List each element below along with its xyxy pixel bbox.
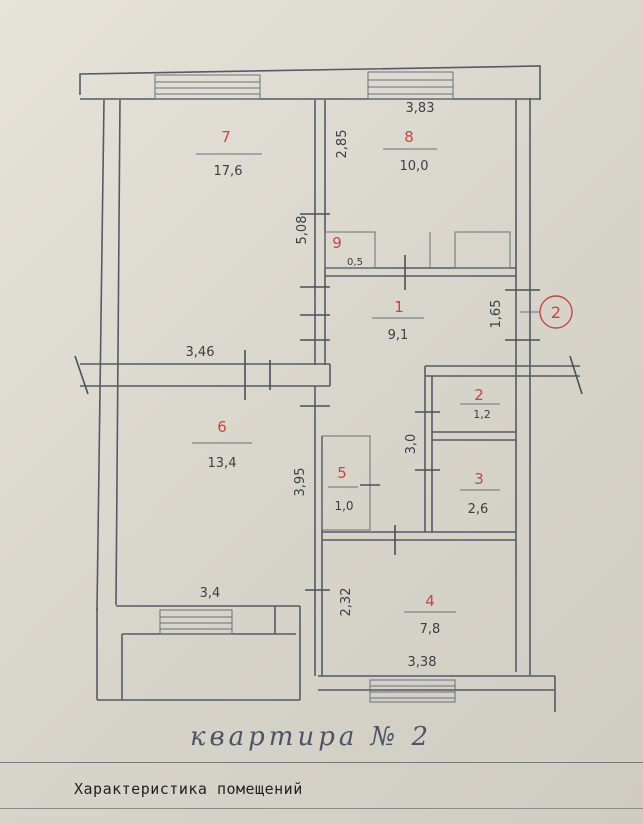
dim-room6-height: 3,95 <box>293 468 308 497</box>
dim-room8-height: 2,85 <box>335 130 350 159</box>
dim-room4-height: 2,32 <box>339 588 354 617</box>
entrance-marker: 2 <box>520 295 573 329</box>
room-1-area: 9,1 <box>388 328 409 343</box>
room-5-number: 5 <box>337 464 347 482</box>
room-6-area: 13,4 <box>208 456 237 471</box>
room-5-area: 1,0 <box>334 499 353 513</box>
entrance-marker-number: 2 <box>551 303 561 322</box>
dimension-labels: 3,83 2,85 5,08 1,65 3,46 3,0 3,95 3,4 2,… <box>186 101 504 670</box>
room-9-area: 0,5 <box>347 257 363 268</box>
room-2-area: 1,2 <box>473 408 491 421</box>
dim-room4-width: 3,38 <box>408 655 437 670</box>
section-title: Характеристика помещений <box>74 780 303 798</box>
room-4-number: 4 <box>425 592 435 610</box>
table-header-rule <box>0 808 643 809</box>
room-labels: 7 17,6 8 10,0 9 0,5 1 9,1 2 1,2 3 2,6 5 … <box>192 128 500 637</box>
dim-room7-height: 5,08 <box>295 216 310 245</box>
outer-walls <box>79 65 556 712</box>
room-9-number: 9 <box>332 234 342 252</box>
room-8-area: 10,0 <box>400 159 429 174</box>
room-2-number: 2 <box>474 386 484 404</box>
dim-bottom-left-width: 3,4 <box>200 586 221 601</box>
room-7-area: 17,6 <box>214 164 243 179</box>
dim-corridor-height: 3,0 <box>404 434 419 455</box>
room-6-number: 6 <box>217 418 227 436</box>
door-ticks <box>74 213 583 591</box>
interior-walls <box>80 100 580 676</box>
apartment-label: квартира № 2 <box>190 722 433 752</box>
dim-room6-width: 3,46 <box>186 345 215 360</box>
room-1-number: 1 <box>394 298 404 316</box>
room-8-number: 8 <box>404 128 414 146</box>
dim-top-width: 3,83 <box>406 101 435 116</box>
room-4-area: 7,8 <box>420 622 441 637</box>
room-3-area: 2,6 <box>468 502 489 517</box>
table-top-rule <box>0 762 643 763</box>
windows <box>154 71 456 703</box>
dim-hall-height: 1,65 <box>489 300 504 329</box>
room-7-number: 7 <box>221 128 231 146</box>
room-3-number: 3 <box>474 470 484 488</box>
